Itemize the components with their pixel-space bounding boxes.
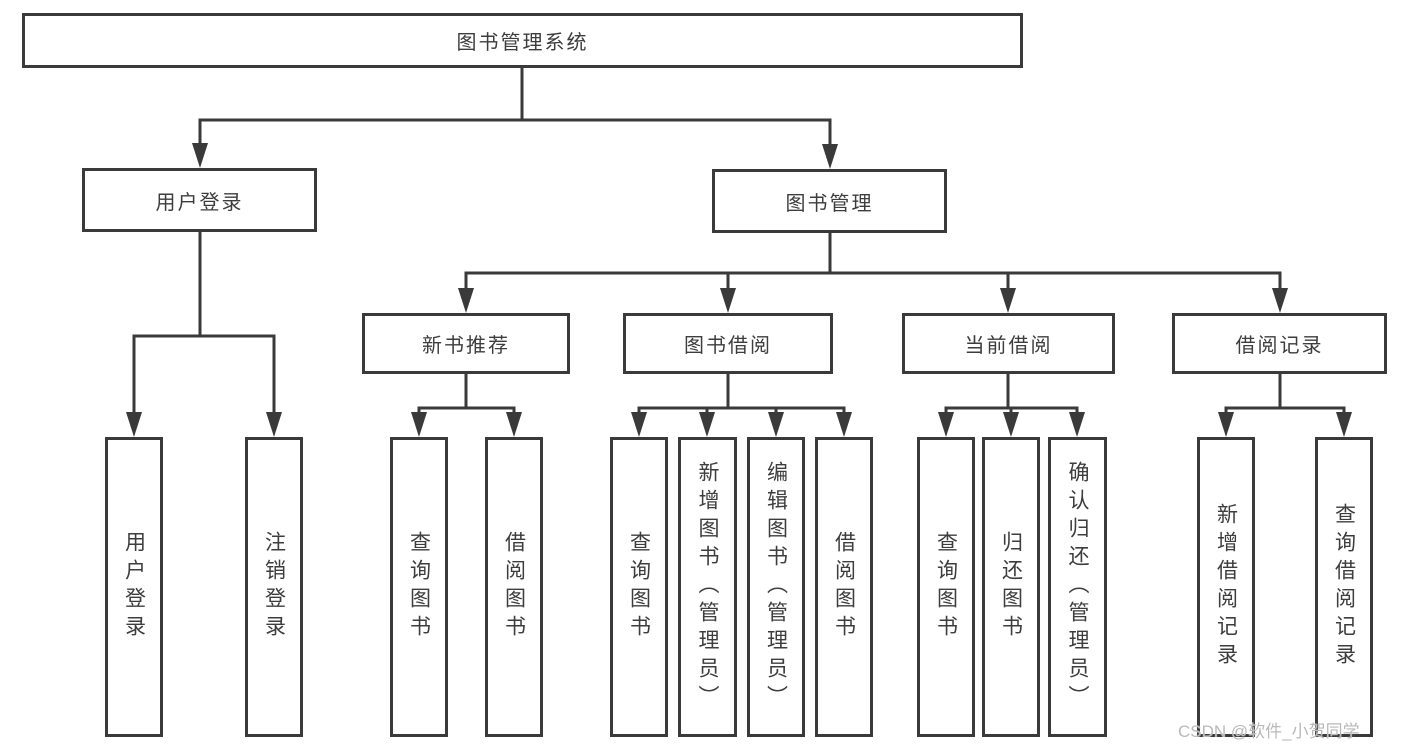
node-current-borrow: 当前借阅 xyxy=(902,313,1115,374)
node-book-borrow: 图书借阅 xyxy=(623,313,833,374)
node-user-login: 用户登录 xyxy=(82,168,317,232)
node-label: 查询图书 xyxy=(627,531,651,643)
node-label: 借阅图书 xyxy=(832,531,856,643)
arrowhead-icon xyxy=(126,143,1352,437)
node-label: 确认归还（管理员） xyxy=(1066,461,1089,713)
leaf-logout: 注销登录 xyxy=(245,437,303,737)
leaf-confirm-return-admin: 确认归还（管理员） xyxy=(1048,437,1107,737)
node-new-book-recommend: 新书推荐 xyxy=(362,313,570,374)
leaf-edit-book-admin: 编辑图书（管理员） xyxy=(747,437,805,737)
node-label: 用户登录 xyxy=(155,191,244,214)
node-label: 当前借阅 xyxy=(964,335,1053,357)
node-label: 注销登录 xyxy=(262,531,286,643)
node-label: 查询借阅记录 xyxy=(1332,503,1356,671)
leaf-query-books-borrow: 查询图书 xyxy=(610,437,668,737)
node-label: 新书推荐 xyxy=(422,335,510,357)
leaf-add-book-admin: 新增图书（管理员） xyxy=(678,437,737,737)
node-label: 借阅记录 xyxy=(1235,335,1324,357)
node-borrow-records: 借阅记录 xyxy=(1172,313,1387,374)
node-book-management: 图书管理 xyxy=(712,169,947,233)
node-label: 归还图书 xyxy=(999,531,1023,643)
node-label: 新增借阅记录 xyxy=(1214,503,1238,671)
leaf-user-login: 用户登录 xyxy=(105,437,163,737)
leaf-query-borrow-record: 查询借阅记录 xyxy=(1315,437,1373,737)
node-label: 查询图书 xyxy=(934,531,958,643)
node-label: 图书管理系统 xyxy=(456,32,589,54)
node-label: 查询图书 xyxy=(407,531,431,643)
node-root: 图书管理系统 xyxy=(22,13,1023,68)
leaf-borrow-books: 借阅图书 xyxy=(815,437,873,737)
leaf-return-book: 归还图书 xyxy=(982,437,1040,737)
leaf-add-borrow-record: 新增借阅记录 xyxy=(1197,437,1255,737)
node-label: 借阅图书 xyxy=(502,531,526,643)
csdn-watermark: CSDN @软件_小贺同学 xyxy=(1178,722,1360,741)
leaf-query-books-recommend: 查询图书 xyxy=(390,437,448,737)
node-label: 图书借阅 xyxy=(684,335,772,357)
node-label: 图书管理 xyxy=(785,192,874,215)
leaf-borrow-books-recommend: 借阅图书 xyxy=(485,437,543,737)
node-label: 用户登录 xyxy=(122,531,146,643)
leaf-query-books-current: 查询图书 xyxy=(917,437,975,737)
node-label: 编辑图书（管理员） xyxy=(764,461,788,713)
node-label: 新增图书（管理员） xyxy=(696,461,719,713)
